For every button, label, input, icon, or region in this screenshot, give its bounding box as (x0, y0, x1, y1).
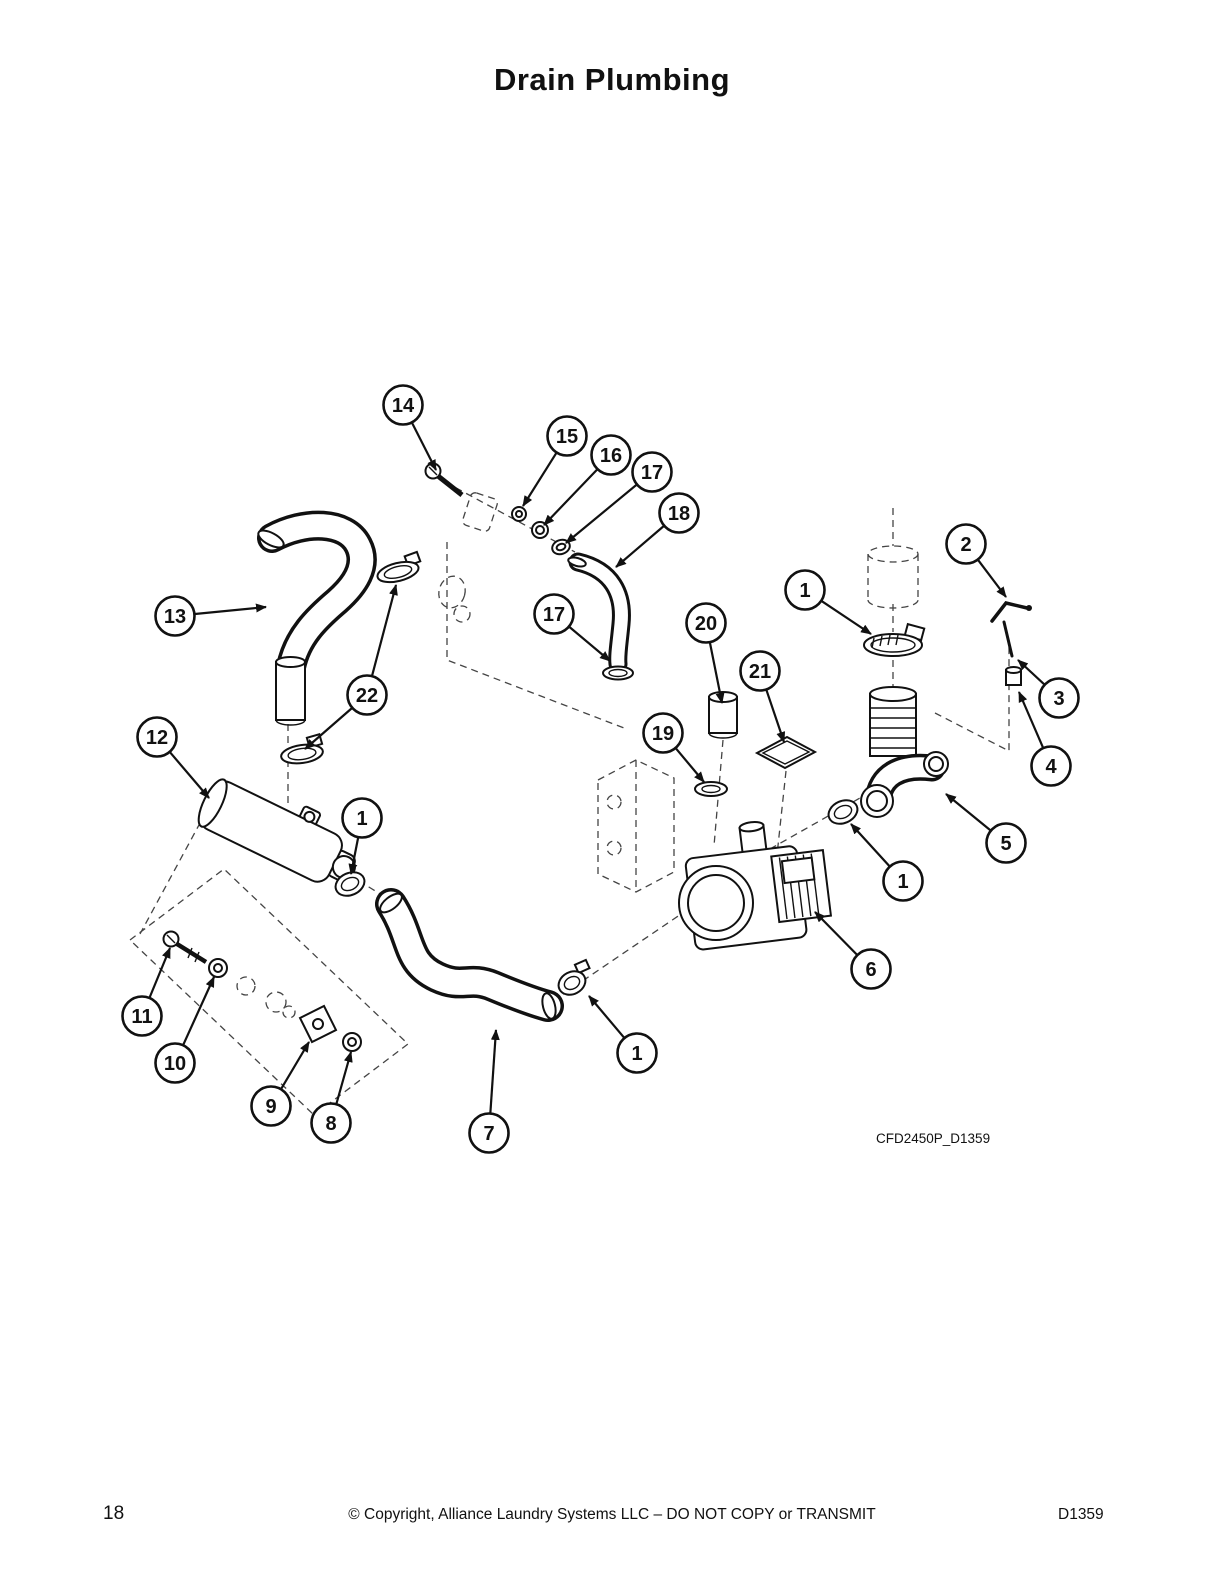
callout-1: 1 (588, 995, 658, 1074)
svg-text:16: 16 (600, 445, 622, 467)
callout-10: 10 (154, 976, 216, 1084)
svg-text:19: 19 (652, 723, 674, 745)
part-18-hose (567, 552, 631, 674)
part-bellows (869, 686, 917, 757)
callout-6: 6 (814, 911, 892, 990)
callout-7: 7 (468, 1029, 510, 1154)
svg-text:6: 6 (865, 959, 876, 981)
part-20-filter (708, 691, 738, 739)
callout-1: 1 (341, 797, 383, 875)
dashed-hardware-bottom-left (236, 976, 296, 1019)
svg-text:4: 4 (1045, 756, 1057, 778)
svg-text:15: 15 (556, 426, 578, 448)
part-13-hose (257, 510, 377, 726)
svg-text:7: 7 (483, 1123, 494, 1145)
callout-5: 5 (945, 793, 1027, 864)
callout-17: 17 (565, 451, 673, 544)
callout-14: 14 (382, 384, 437, 471)
part-7-hose (375, 888, 564, 1022)
svg-text:2: 2 (960, 534, 971, 556)
svg-text:20: 20 (695, 613, 717, 635)
part-10-washer (208, 958, 228, 978)
svg-text:10: 10 (164, 1053, 186, 1075)
part-17-clamp (602, 665, 634, 681)
svg-text:8: 8 (325, 1113, 336, 1135)
part-16-nut (531, 521, 549, 539)
callout-16: 16 (543, 434, 632, 526)
footer-copyright: © Copyright, Alliance Laundry Systems LL… (348, 1506, 876, 1523)
callout-13: 13 (154, 595, 267, 637)
svg-text:3: 3 (1053, 688, 1064, 710)
callout-17: 17 (533, 593, 611, 662)
svg-text:17: 17 (641, 462, 663, 484)
part-8-grommet (342, 1032, 362, 1052)
svg-text:12: 12 (146, 727, 168, 749)
callout-11: 11 (121, 947, 172, 1037)
callout-1: 1 (784, 569, 872, 635)
callout-8: 8 (310, 1051, 353, 1144)
callout-18: 18 (615, 492, 700, 568)
svg-text:5: 5 (1000, 833, 1011, 855)
part-5-elbow (860, 751, 949, 818)
callout-21: 21 (739, 650, 786, 743)
callout-19: 19 (642, 712, 705, 783)
part-12-trap (197, 778, 356, 883)
part-4-cap (1005, 666, 1022, 686)
part-1-hose-clamp-top (863, 622, 926, 657)
tub-outlet-dashed (867, 545, 919, 609)
part-1-clamp-hose (557, 958, 591, 996)
callout-4: 4 (1017, 691, 1072, 787)
callout-15: 15 (522, 415, 588, 507)
svg-text:1: 1 (799, 580, 810, 602)
part-19-seal (694, 781, 728, 797)
part-6-pump (678, 820, 833, 951)
part-2-pin (990, 601, 1032, 623)
footer-page-number: 18 (103, 1503, 125, 1524)
svg-text:11: 11 (131, 1006, 152, 1028)
svg-text:13: 13 (164, 606, 186, 628)
svg-text:21: 21 (749, 661, 771, 683)
part-11-screw (162, 930, 208, 964)
svg-text:1: 1 (897, 871, 908, 893)
part-1-clamp-left (334, 871, 366, 897)
part-21-plate (754, 735, 818, 770)
svg-text:1: 1 (631, 1043, 642, 1065)
part-22-clamp-upper (376, 550, 422, 584)
svg-text:17: 17 (543, 604, 565, 626)
svg-text:14: 14 (392, 395, 415, 417)
page-title: Drain Plumbing (493, 62, 731, 97)
svg-text:9: 9 (265, 1096, 276, 1118)
callout-9: 9 (250, 1041, 310, 1127)
callout-2: 2 (945, 523, 1007, 598)
callout-3: 3 (1017, 659, 1080, 719)
svg-text:1: 1 (356, 808, 367, 830)
part-15-washer (511, 506, 527, 522)
part-14-screw (424, 462, 464, 497)
part-3-rod (1002, 620, 1014, 658)
part-9-bracket (298, 1004, 338, 1044)
diagram-code: CFD2450P_D1359 (876, 1131, 991, 1146)
svg-text:18: 18 (668, 503, 690, 525)
svg-text:22: 22 (356, 685, 378, 707)
part-1-clamp-elbow (827, 799, 859, 825)
callout-12: 12 (136, 716, 210, 799)
callout-1: 1 (850, 823, 924, 902)
callout-22: 22 (304, 584, 398, 750)
mount-bracket-dashed (597, 759, 675, 893)
callout-20: 20 (685, 602, 727, 704)
footer-doc-id: D1359 (1058, 1506, 1104, 1523)
dashed-hardware-top (438, 492, 498, 623)
